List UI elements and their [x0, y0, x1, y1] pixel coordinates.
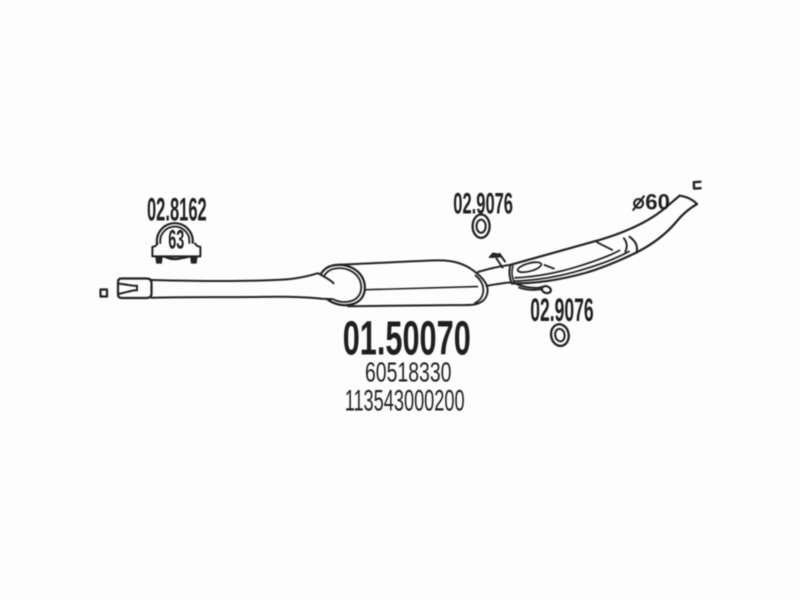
svg-text:60: 60	[645, 189, 670, 214]
svg-text:63: 63	[168, 224, 184, 254]
svg-text:01.50070: 01.50070	[343, 311, 471, 365]
svg-text:113543000200: 113543000200	[345, 385, 465, 417]
svg-text:02.9076: 02.9076	[530, 291, 593, 328]
svg-text:02.9076: 02.9076	[453, 189, 513, 221]
svg-text:60518330: 60518330	[365, 356, 452, 387]
svg-text:02.8162: 02.8162	[147, 192, 207, 228]
